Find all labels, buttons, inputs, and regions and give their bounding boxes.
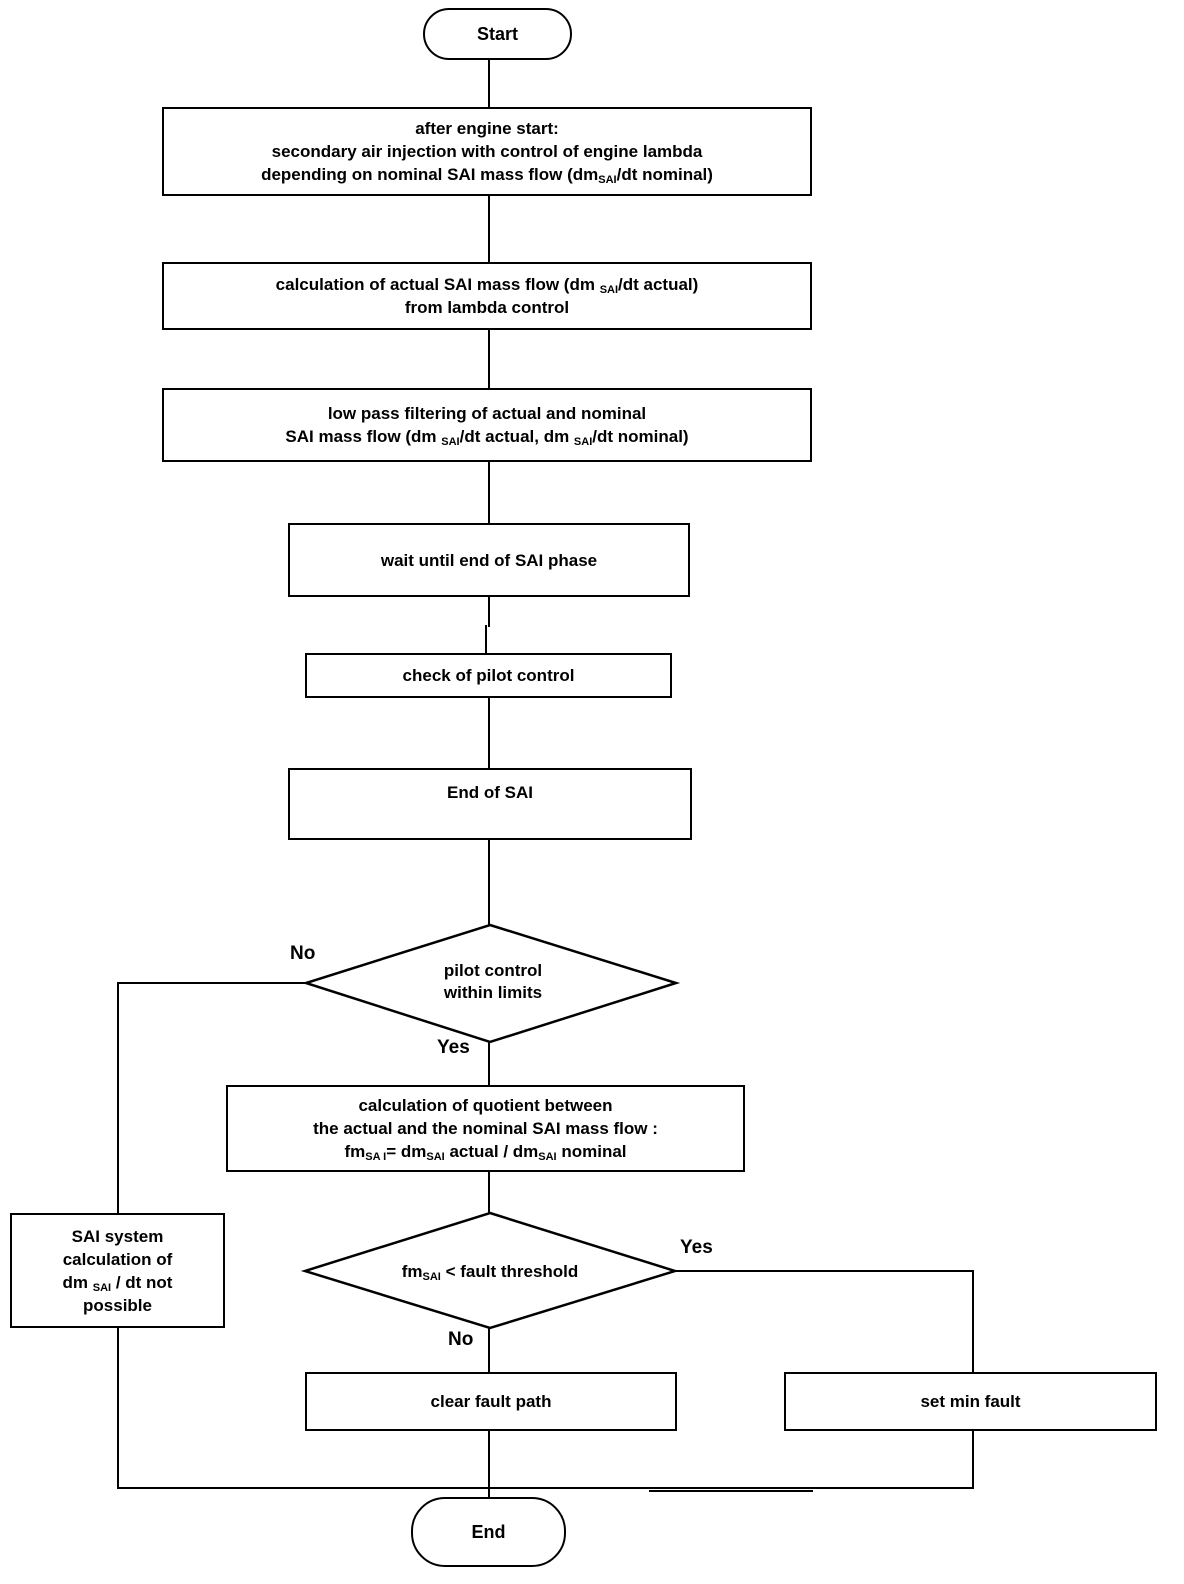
process-end-of-sai: End of SAI [288,768,692,840]
process-calc-quotient: calculation of quotient between the actu… [226,1085,745,1172]
connector-wait-to-check-pilot-upper [488,597,490,627]
connector-bottom-merge-bus [117,1487,974,1489]
process-text-line: calculation of actual SAI mass flow (dm … [275,275,699,296]
branch-label-yes-threshold: Yes [680,1237,713,1258]
process-calc-actual-mass-flow: calculation of actual SAI mass flow (dm … [162,262,812,330]
process-wait-end-sai-phase: wait until end of SAI phase [288,523,690,597]
connector-no-branch-vertical-upper [117,982,119,1214]
process-text-line: calculation of [62,1249,173,1269]
connector-wait-to-check-pilot-lower [485,625,487,654]
connector-calc-actual-to-low-pass [488,330,490,388]
connector-check-pilot-to-end-sai [488,698,490,768]
process-text-line: the actual and the nominal SAI mass flow… [313,1119,658,1138]
connector-after-start-to-calc-actual [488,196,490,262]
process-text-line: SAI system [71,1226,164,1246]
connector-start-to-after-start [488,60,490,107]
branch-label-no-threshold: No [448,1329,474,1350]
process-text-line: from lambda control [404,298,570,317]
decision-pilot-within-limits-text: pilot control within limits [393,960,593,1004]
process-text-line: dm SAI / dt not [62,1272,173,1294]
process-text-line: clear fault path [430,1392,552,1411]
process-text-line: fmSA I= dmSAI actual / dmSAI nominal [344,1142,627,1163]
process-text-line: wait until end of SAI phase [380,550,598,570]
decision-pilot-within-limits-shape [301,923,681,1044]
process-text-line: secondary air injection with control of … [271,142,703,161]
connector-yes-branch-vertical [972,1270,974,1372]
branch-label-yes-pilot: Yes [437,1037,470,1058]
connector-bottom-merge-bus-overlap [649,1490,813,1492]
end-terminator: End [411,1497,566,1567]
process-text-line: possible [83,1295,152,1315]
connector-quotient-to-decision-threshold [488,1172,490,1214]
decision-text-line: within limits [443,983,543,1002]
connector-low-pass-to-wait [488,462,490,523]
process-sai-calc-not-possible: SAI system calculation of dm SAI / dt no… [10,1213,225,1328]
connector-no-branch-horizontal [117,982,307,984]
start-terminator: Start [423,8,572,60]
process-text-line: check of pilot control [402,666,575,685]
process-text-line: low pass filtering of actual and nominal [327,404,647,423]
process-low-pass-filtering: low pass filtering of actual and nominal… [162,388,812,462]
process-text-line: after engine start: [415,119,559,138]
process-after-engine-start: after engine start: secondary air inject… [162,107,812,196]
connector-no-branch-vertical-lower [117,1328,119,1489]
process-check-pilot-control: check of pilot control [305,653,672,698]
branch-label-no-pilot: No [290,943,316,964]
decision-text-line: fmSAI < fault threshold [401,1262,579,1283]
process-text-line: End of SAI [447,783,533,802]
process-text-line: depending on nominal SAI mass flow (dmSA… [261,165,713,186]
connector-end-sai-to-decision-pilot [488,840,490,925]
process-text-line: set min fault [920,1392,1021,1411]
end-label: End [471,1521,506,1542]
decision-fault-threshold-text: fmSAI < fault threshold [340,1261,640,1283]
decision-fault-threshold-shape [300,1211,680,1330]
connector-clear-fault-to-end [488,1431,490,1497]
start-label: Start [476,23,518,44]
connector-decision-pilot-to-quotient [488,1042,490,1085]
process-text-line: calculation of quotient between [358,1096,613,1115]
connector-set-min-fault-down [972,1431,974,1489]
process-text-line: SAI mass flow (dm SAI/dt actual, dm SAI/… [285,427,689,448]
process-set-min-fault: set min fault [784,1372,1157,1431]
connector-decision-threshold-to-clear-fault [488,1328,490,1372]
decision-text-line: pilot control [443,961,543,980]
process-clear-fault-path: clear fault path [305,1372,677,1431]
connector-yes-branch-horizontal [675,1270,974,1272]
